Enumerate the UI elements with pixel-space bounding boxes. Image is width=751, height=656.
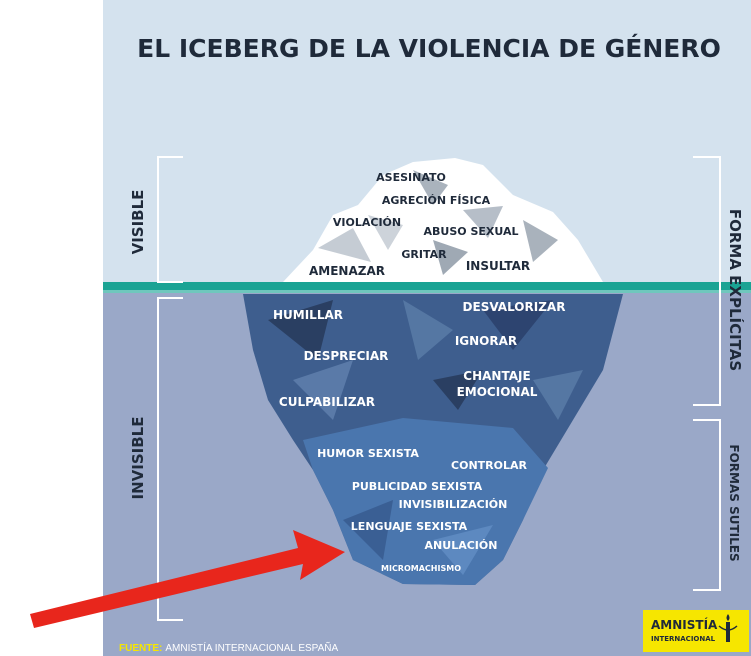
ice-facet [523,220,558,262]
arrow-icon [30,530,345,628]
candle-icon [718,614,738,642]
label-ignorar: IGNORAR [455,334,517,348]
label-anulacion: ANULACIÓN [425,539,498,552]
ice-facet [403,300,453,360]
logo-name: AMNISTÍA [651,617,718,632]
label-humillar: HUMILLAR [273,308,343,322]
label-insultar: INSULTAR [466,259,530,273]
ice-facet [433,240,468,275]
explicit-label: FORMA EXPLÍCITAS [726,209,745,371]
label-despreciar: DESPRECIAR [304,349,389,363]
amnesty-logo [643,610,749,652]
iceberg-deep [303,418,548,585]
invisible-bracket [157,297,183,621]
ice-facet [433,370,483,410]
label-chantaje: CHANTAJE [463,369,530,383]
ice-facet [368,215,403,250]
ice-facet [293,360,353,420]
invisible-label: INVISIBLE [129,417,147,500]
label-micromachismo: MICROMACHISMO [381,564,461,573]
ice-facet [533,370,583,420]
label-gritar: GRITAR [401,248,447,261]
label-emocional: EMOCIONAL [457,385,538,399]
source-line: FUENTE:AMNISTÍA INTERNACIONAL ESPAÑA [119,641,338,654]
ice-facet [268,300,333,360]
visible-bracket [157,156,183,283]
iceberg-diagram: EL ICEBERG DE LA VIOLENCIA DE GÉNERO VIS… [103,0,751,656]
ice-facet [483,300,553,350]
ice-facet [433,525,493,575]
explicit-bracket [693,156,721,406]
waterline [103,282,751,290]
label-amenazar: AMENAZAR [309,264,385,278]
label-publicidad-sexista: PUBLICIDAD SEXISTA [352,480,483,493]
source-text: AMNISTÍA INTERNACIONAL ESPAÑA [165,641,338,654]
visible-label: VISIBLE [129,190,147,255]
label-asesinato: ASESINATO [376,171,446,184]
ice-facet [343,500,393,560]
ice-facet [463,206,503,238]
label-agrecion-fisica: AGRECIÓN FÍSICA [382,194,491,207]
label-invisibilizacion: INVISIBILIZACIÓN [399,498,508,511]
logo-sub: INTERNACIONAL [651,635,716,643]
label-culpabilizar: CULPABILIZAR [279,395,375,409]
page-title: EL ICEBERG DE LA VIOLENCIA DE GÉNERO [137,34,721,63]
label-controlar: CONTROLAR [451,459,527,472]
iceberg-poster: EL ICEBERG DE LA VIOLENCIA DE GÉNERO VIS… [103,0,751,656]
waterline-highlight [103,290,751,293]
ice-facet [318,228,371,262]
label-humor-sexista: HUMOR SEXISTA [317,447,419,460]
subtle-label: FORMAS SUTILES [727,444,741,561]
subtle-bracket [693,419,721,591]
ice-facet [413,170,448,205]
label-abuso-sexual: ABUSO SEXUAL [424,225,519,238]
label-violacion: VIOLACIÓN [333,216,401,229]
label-desvalorizar: DESVALORIZAR [463,300,566,314]
source-label: FUENTE: [119,643,162,654]
label-lenguaje-sexista: LENGUAJE SEXISTA [351,520,468,533]
